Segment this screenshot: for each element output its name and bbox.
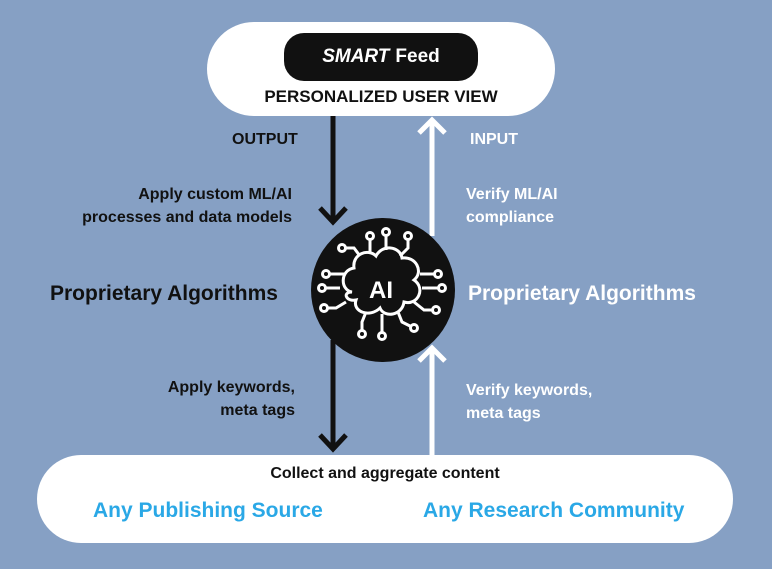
research-community-label: Any Research Community (423, 499, 685, 522)
apply-ml-line1: Apply custom ML/AI (138, 186, 292, 203)
proprietary-algorithms-left: Proprietary Algorithms (50, 282, 278, 305)
ai-brain-circuit-icon (317, 227, 447, 341)
proprietary-algorithms-right: Proprietary Algorithms (468, 282, 696, 305)
collect-content-title: Collect and aggregate content (270, 465, 500, 482)
input-label: INPUT (470, 131, 518, 148)
verify-ml-text: Verify ML/AI compliance (466, 183, 558, 229)
verify-ml-line2: compliance (466, 209, 555, 226)
ai-algorithm-hub: AI (311, 218, 455, 362)
apply-ml-line2: processes and data models (82, 209, 292, 226)
arrow-down-icon (318, 116, 348, 226)
smart-feed-emphasis: SMART (322, 46, 390, 67)
arrow-down-icon (318, 340, 348, 453)
apply-keywords-line1: Apply keywords, (167, 379, 295, 396)
apply-keywords-text: Apply keywords, meta tags (100, 376, 295, 422)
content-sources-container (37, 455, 733, 543)
apply-keywords-line2: meta tags (220, 402, 295, 419)
smart-feed-button[interactable]: SMART Feed (284, 33, 478, 81)
personalized-view-title: PERSONALIZED USER VIEW (264, 87, 498, 106)
ai-label: AI (369, 277, 393, 304)
arrow-up-icon (417, 116, 447, 236)
verify-keywords-text: Verify keywords, meta tags (466, 379, 592, 425)
arrow-up-icon (417, 344, 447, 455)
publishing-source-label: Any Publishing Source (93, 499, 323, 522)
output-label: OUTPUT (232, 131, 298, 148)
apply-ml-text: Apply custom ML/AI processes and data mo… (40, 183, 292, 229)
verify-keywords-line2: meta tags (466, 405, 541, 422)
verify-ml-line1: Verify ML/AI (466, 186, 558, 203)
smart-feed-label: Feed (395, 46, 440, 67)
verify-keywords-line1: Verify keywords, (466, 382, 593, 399)
